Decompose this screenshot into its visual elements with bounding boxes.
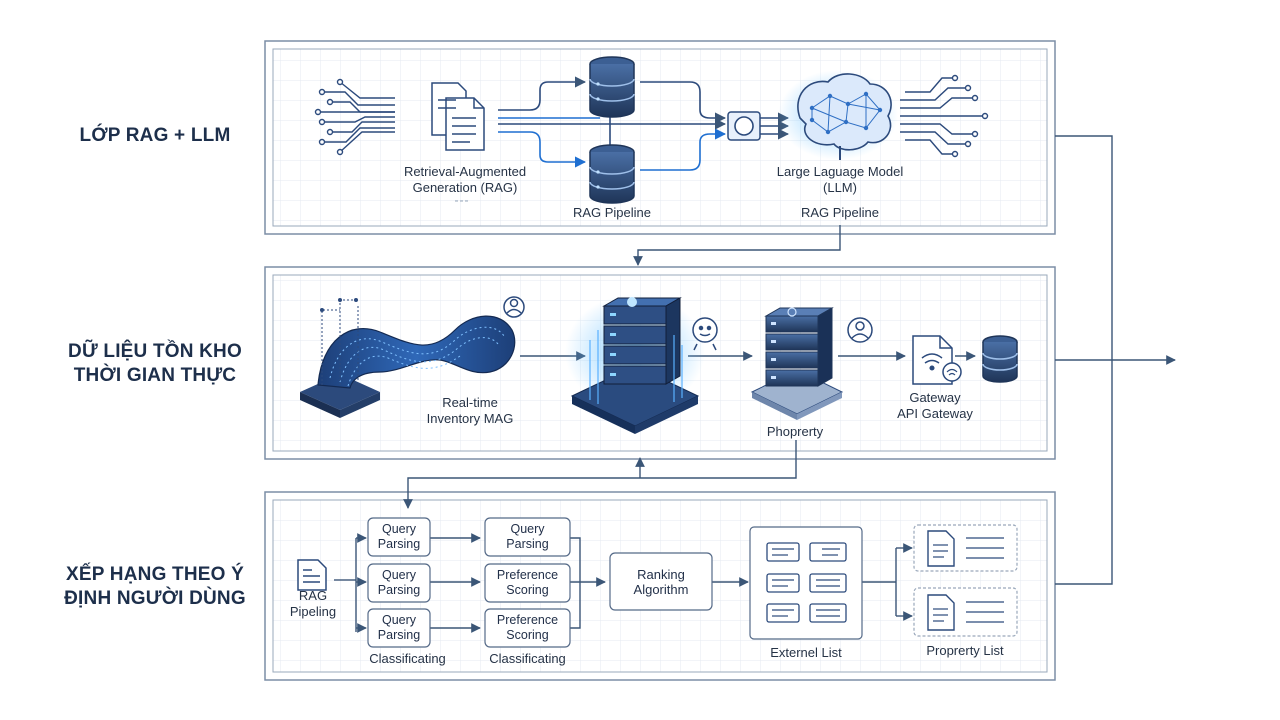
database-icon-bottom [589,144,635,204]
rag-source-label-line2: Pipeling [289,604,337,619]
property-list-label: Proprerty List [926,643,1004,658]
circuit-left-icon [314,78,395,156]
retrieval-label: Retrieval-Augmented Generation (RAG) [385,164,545,196]
layer-title-rag-llm: LỚP RAG + LLM [40,124,270,148]
box-text: Parsing [377,537,421,551]
stream-label-line2: Inventory MAG [426,411,514,426]
retrieval-label-line2: Generation (RAG) [412,180,518,195]
stream-label: Real-time Inventory MAG [400,395,540,427]
connector-inventory-ranking [403,440,797,509]
documents-icon [431,82,485,151]
box-text: Scoring [506,628,549,642]
layer-title-line: THỜI GIAN THỰC [73,365,237,386]
connector-rag-to-inventory [633,225,841,266]
layer-title-line: DỮ LIỆU TỒN KHO [68,341,242,362]
layer-title-inventory: DỮ LIỆU TỒN KHO THỜI GIAN THỰC [40,340,270,388]
gateway-label: Gateway API Gateway [870,390,1000,422]
output-bus [1055,135,1176,585]
data-stream-ribbon-icon [300,298,516,418]
llm-label-line1: Large Laguage Model [776,164,904,179]
layer-title-ranking: XẾP HẠNG THEO Ý ĐỊNH NGƯỜI DÙNG [40,563,270,611]
box-text: Ranking [637,566,685,582]
box-text: Parsing [506,537,549,551]
circuit-right-icon [900,74,989,158]
layer-frame-rag-llm [264,40,1056,235]
box-text: Query [381,613,417,627]
col2-caption: Classificating [489,651,566,666]
llm-pipeline-label: RAG Pipeline [800,205,880,220]
box-text: Algorithm [633,581,689,597]
gateway-label-line1: Gateway [909,390,961,405]
box-text: Scoring [506,583,549,597]
llm-label-line2: (LLM) [823,180,857,195]
layer-title-line: ĐỊNH NGƯỜI DÙNG [64,588,246,609]
user-id-icon [503,296,525,318]
rag-pipeline-label: RAG Pipeline [572,205,652,220]
layer-title-line: LỚP RAG + LLM [79,125,231,146]
brain-icon [778,70,898,160]
external-list-panel [749,526,863,640]
box-text: Preference [496,568,559,582]
box-text: Query [381,568,417,582]
user-icon [847,317,873,343]
ranking-flow-lines [334,533,913,633]
rag-source-document-icon [297,559,327,591]
box-text: Parsing [377,583,421,597]
layer-title-line: XẾP HẠNG THEO Ý [66,564,244,585]
gateway-wifi-document-icon [912,335,962,385]
rag-source-label-line1: RAG [298,588,328,603]
database-icon-top [589,56,635,118]
box-text: Preference [496,613,559,627]
box-text: Query [510,522,545,536]
property-label: Phoprerty [766,424,824,439]
gateway-label-line2: API Gateway [897,406,973,421]
col1-caption: Classificating [369,651,446,666]
property-server-icon [750,307,844,420]
rag-source-label: RAG Pipeling [280,588,346,620]
stream-label-line1: Real-time [442,395,498,410]
property-list-panel [913,524,1018,637]
processor-node-icon [727,111,761,141]
external-list-label: Externel List [770,645,842,660]
box-text: Parsing [377,628,421,642]
monitor-face-icon [692,317,718,351]
box-text: Query [381,522,417,536]
llm-label: Large Laguage Model (LLM) [760,164,920,196]
retrieval-label-line1: Retrieval-Augmented [403,164,527,179]
query-parsing-boxes [367,517,713,648]
gateway-database-icon [982,335,1018,383]
inventory-server-icon [565,294,705,434]
